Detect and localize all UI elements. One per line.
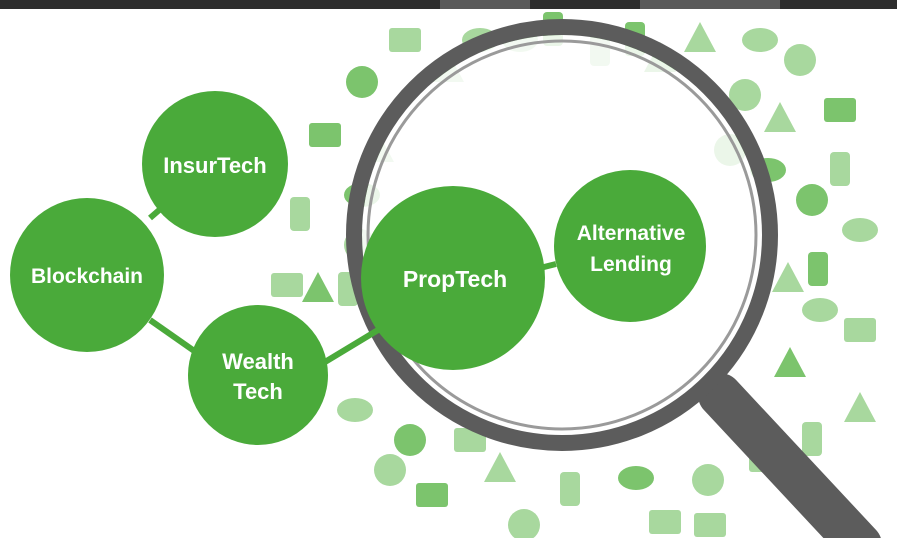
node-wealthtech-label-2: Tech <box>233 379 283 404</box>
node-insurtech: InsurTech <box>142 91 288 237</box>
compass-icon <box>808 252 828 286</box>
airplane-icon <box>346 66 378 98</box>
keyboard-icon <box>649 510 681 534</box>
thumbs-down-icon <box>802 422 822 456</box>
clover-icon <box>389 28 421 52</box>
camera-icon <box>729 79 761 111</box>
music-note-icon <box>772 262 804 292</box>
fork-icon <box>271 273 303 297</box>
umbrella-icon <box>784 44 816 76</box>
coffee-icon <box>618 466 654 490</box>
tv-icon <box>290 197 310 231</box>
node-proptech-label: PropTech <box>403 266 507 292</box>
bar-chart-icon <box>508 509 540 538</box>
tv-icon <box>374 454 406 486</box>
top-dark-band <box>0 0 897 9</box>
recycle-icon <box>844 392 876 422</box>
globe-icon <box>337 398 373 422</box>
note-icon <box>844 318 876 342</box>
gear-icon <box>692 464 724 496</box>
node-alternative-lending: Alternative Lending <box>554 170 706 322</box>
leaf-icon <box>830 152 850 186</box>
leaf-icon <box>309 123 341 147</box>
node-lending-label-1: Alternative <box>577 222 686 245</box>
connector-wealthtech-proptech <box>323 327 380 365</box>
node-blockchain-label: Blockchain <box>31 265 143 288</box>
recycle-icon <box>394 424 426 456</box>
connector-blockchain-wealthtech <box>148 317 202 358</box>
spoon-icon <box>302 272 334 302</box>
node-lending-label-2: Lending <box>590 253 672 276</box>
speaker-icon <box>774 347 806 377</box>
magnifier-handle <box>698 373 881 538</box>
node-blockchain: Blockchain <box>10 198 164 352</box>
node-proptech: PropTech <box>361 186 545 370</box>
cocktail-icon <box>824 98 856 122</box>
briefcase-icon <box>560 472 580 506</box>
picture-icon <box>802 298 838 322</box>
umbrella-icon <box>764 102 796 132</box>
node-wealthtech: Wealth Tech <box>188 305 328 445</box>
node-insurtech-label: InsurTech <box>163 153 267 178</box>
headphones-icon <box>694 513 726 537</box>
mobile-icon <box>796 184 828 216</box>
sofa-icon <box>842 218 878 242</box>
boat-icon <box>484 452 516 482</box>
node-wealthtech-label-1: Wealth <box>222 349 294 374</box>
airplane-icon <box>684 22 716 52</box>
snowflake-icon <box>454 428 486 452</box>
cocktail-icon <box>742 28 778 52</box>
basketball-icon <box>416 483 448 507</box>
magnifier-rim <box>346 19 778 451</box>
